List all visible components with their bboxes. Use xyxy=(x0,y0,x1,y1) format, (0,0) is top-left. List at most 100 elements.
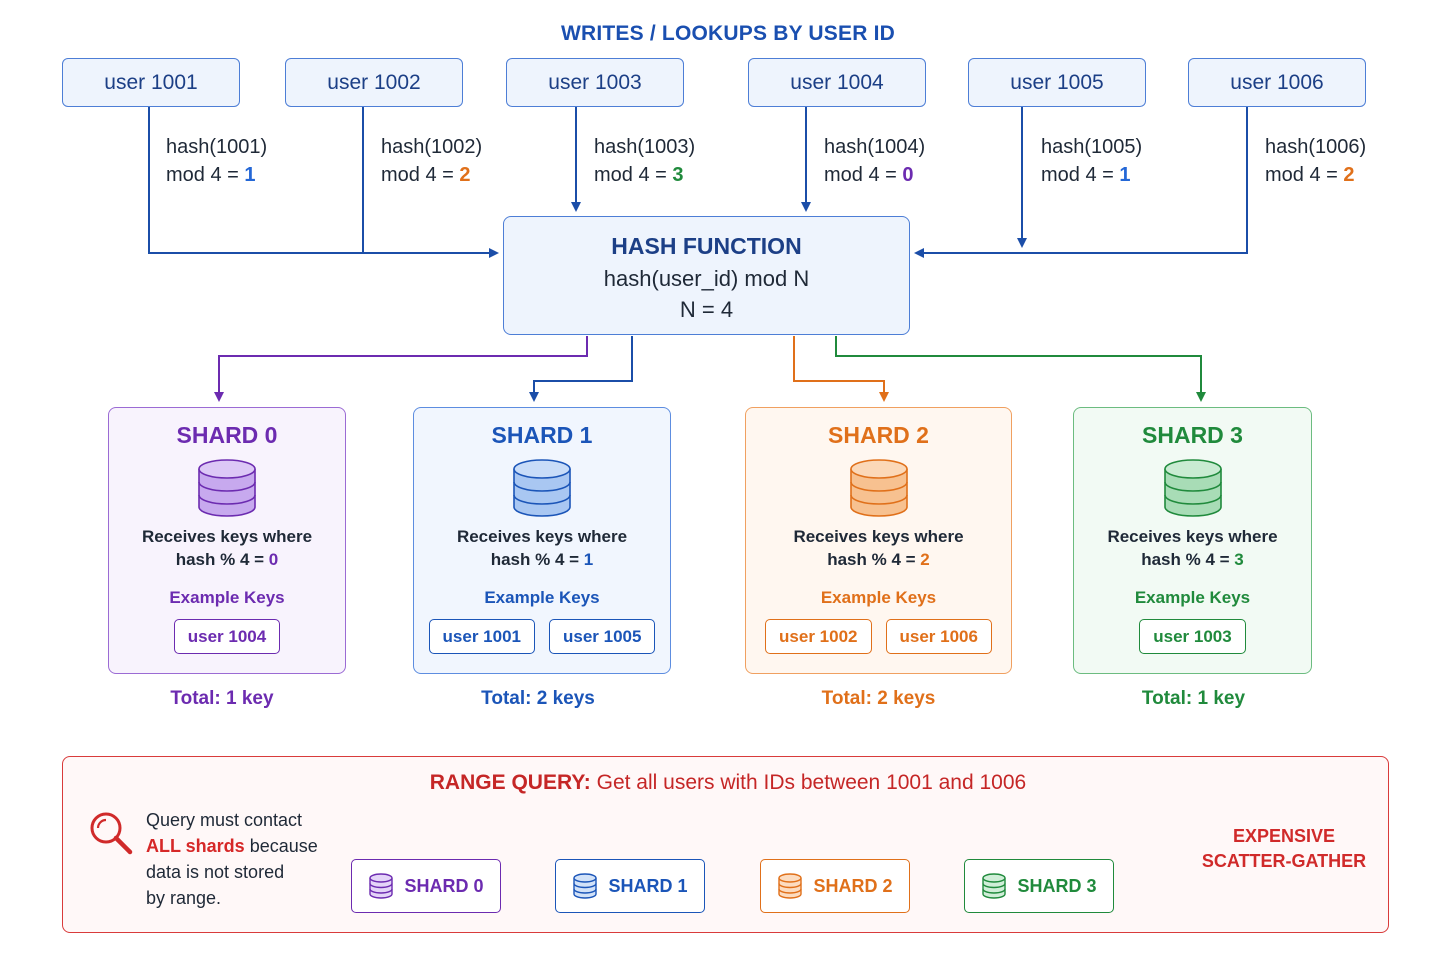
shard-0-rule: Receives keys where hash % 4 = 0 xyxy=(109,525,345,571)
arrow-to-shard-2 xyxy=(793,336,889,402)
hash-label-1003: hash(1003) mod 4 = 3 xyxy=(594,133,695,189)
hash-expression: hash(1002) xyxy=(381,136,483,158)
scatter-gather-result: EXPENSIVE SCATTER-GATHER xyxy=(1194,824,1374,874)
mini-shard-0: SHARD 0 xyxy=(351,859,501,913)
shard-3-example-label: Example Keys xyxy=(1134,588,1251,607)
shard-3-keys: user 1003 xyxy=(1074,619,1311,654)
database-icon xyxy=(1163,459,1222,517)
shard-2-total: Total: 2 keys xyxy=(821,688,936,709)
shard-2-title: SHARD 2 xyxy=(828,422,929,448)
rule-value: 3 xyxy=(1234,550,1244,569)
mod-result: 2 xyxy=(459,164,471,186)
shard-3-total: Total: 1 key xyxy=(1141,688,1246,709)
user-box-1006: user 1006 xyxy=(1188,58,1366,107)
rule-value: 2 xyxy=(920,550,930,569)
range-query-panel xyxy=(62,756,1389,933)
rule-line: Receives keys where xyxy=(456,527,628,546)
mod-result: 1 xyxy=(244,164,256,186)
shard-2-keys: user 1002 user 1006 xyxy=(746,619,1011,654)
mod-result: 1 xyxy=(1119,164,1131,186)
key-chip: user 1004 xyxy=(173,619,281,654)
shard-3-card: SHARD 3 Receives keys where hash % 4 = 3… xyxy=(1073,407,1312,674)
shard-0-card: SHARD 0 Receives keys where hash % 4 = 0… xyxy=(108,407,346,674)
hash-label-1001: hash(1001) mod 4 = 1 xyxy=(166,133,267,189)
database-icon xyxy=(513,459,571,517)
mod-result: 3 xyxy=(672,164,684,186)
diagram-title: WRITES / LOOKUPS BY USER ID xyxy=(560,22,896,45)
rule-line: Receives keys where xyxy=(793,527,964,546)
hash-function-n: N = 4 xyxy=(679,297,734,322)
shard-0-title: SHARD 0 xyxy=(176,422,278,448)
range-query-label: RANGE QUERY: xyxy=(429,771,591,794)
rule-expression: hash % 4 = xyxy=(490,550,584,569)
mini-shard-label: SHARD 2 xyxy=(813,875,893,896)
mod-result: 0 xyxy=(902,164,914,186)
result-line: EXPENSIVE xyxy=(1232,826,1336,846)
hash-label-1002: hash(1002) mod 4 = 2 xyxy=(381,133,482,189)
mod-expression: mod 4 = xyxy=(1265,164,1344,186)
hash-expression: hash(1004) xyxy=(824,136,926,158)
database-icon xyxy=(982,873,1007,899)
shard-2-card: SHARD 2 Receives keys where hash % 4 = 2… xyxy=(745,407,1012,674)
magnifier-icon xyxy=(90,812,133,855)
shard-0-example-label: Example Keys xyxy=(169,588,285,607)
rule-expression: hash % 4 = xyxy=(175,550,269,569)
description-line: because xyxy=(244,836,318,856)
hash-expression: hash(1006) xyxy=(1265,136,1367,158)
database-icon xyxy=(198,459,256,517)
rule-expression: hash % 4 = xyxy=(1141,550,1235,569)
shard-0-total: Total: 1 key xyxy=(170,688,274,709)
mod-expression: mod 4 = xyxy=(166,164,245,186)
hash-expression: hash(1001) xyxy=(166,136,268,158)
mod-expression: mod 4 = xyxy=(381,164,460,186)
user-box-1001: user 1001 xyxy=(62,58,240,107)
mini-shard-label: SHARD 3 xyxy=(1017,875,1097,896)
hash-expression: hash(1003) xyxy=(594,136,696,158)
database-icon xyxy=(369,873,394,899)
mod-expression: mod 4 = xyxy=(824,164,903,186)
mod-result: 2 xyxy=(1343,164,1355,186)
rule-line: Receives keys where xyxy=(141,527,313,546)
database-icon xyxy=(849,459,908,517)
mini-shard-1: SHARD 1 xyxy=(555,859,705,913)
result-line: SCATTER-GATHER xyxy=(1201,851,1367,871)
hash-function-box: HASH FUNCTION hash(user_id) mod N N = 4 xyxy=(503,216,910,335)
arrow-user-1006 xyxy=(914,107,1248,258)
key-chip: user 1001 xyxy=(428,619,535,654)
shard-1-example-label: Example Keys xyxy=(484,588,600,607)
description-line: data is not stored xyxy=(146,862,285,882)
key-chip: user 1003 xyxy=(1139,619,1246,654)
hash-function-title: HASH FUNCTION xyxy=(611,233,802,259)
key-chip: user 1005 xyxy=(549,619,656,654)
rule-value: 1 xyxy=(583,550,594,569)
rule-line: Receives keys where xyxy=(1107,527,1278,546)
range-query-title: RANGE QUERY: Get all users with IDs betw… xyxy=(0,771,1456,795)
range-query-text: Get all users with IDs between 1001 and … xyxy=(590,771,1027,794)
user-box-1005: user 1005 xyxy=(968,58,1146,107)
mini-shard-label: SHARD 0 xyxy=(404,875,484,896)
hash-label-1006: hash(1006) mod 4 = 2 xyxy=(1265,133,1366,189)
hash-function-formula: hash(user_id) mod N xyxy=(603,266,810,291)
shard-3-title: SHARD 3 xyxy=(1142,422,1243,448)
hash-label-1005: hash(1005) mod 4 = 1 xyxy=(1041,133,1142,189)
mini-shard-2: SHARD 2 xyxy=(760,859,910,913)
shard-2-example-label: Example Keys xyxy=(820,588,937,607)
description-line: Query must contact xyxy=(146,810,303,830)
mini-shard-label: SHARD 1 xyxy=(608,875,688,896)
arrow-to-shard-0 xyxy=(214,336,588,402)
description-line: by range. xyxy=(146,888,222,908)
arrow-to-shard-3 xyxy=(835,336,1206,402)
shard-1-keys: user 1001 user 1005 xyxy=(414,619,670,654)
all-shards-highlight: ALL shards xyxy=(146,836,245,856)
key-chip: user 1006 xyxy=(885,619,992,654)
shard-1-rule: Receives keys where hash % 4 = 1 xyxy=(414,525,670,571)
range-query-description: Query must contact ALL shards because da… xyxy=(146,807,346,911)
key-chip: user 1002 xyxy=(765,619,872,654)
shard-3-rule: Receives keys where hash % 4 = 3 xyxy=(1074,525,1311,571)
user-box-1004: user 1004 xyxy=(748,58,926,107)
shard-1-card: SHARD 1 Receives keys where hash % 4 = 1… xyxy=(413,407,671,674)
database-icon xyxy=(778,873,803,899)
user-box-1003: user 1003 xyxy=(506,58,684,107)
mini-shard-3: SHARD 3 xyxy=(964,859,1114,913)
shard-1-total: Total: 2 keys xyxy=(481,688,595,709)
